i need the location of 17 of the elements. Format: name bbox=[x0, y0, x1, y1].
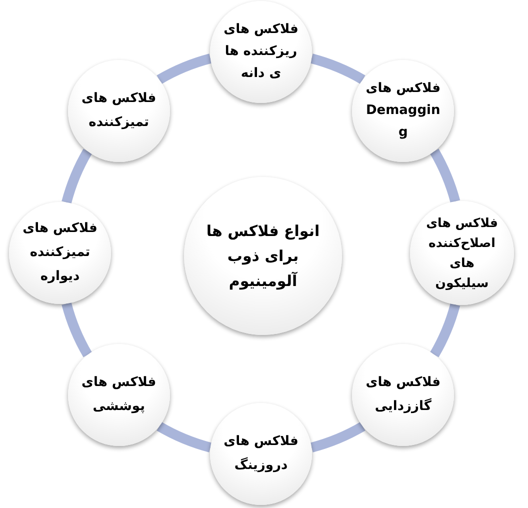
connector-arc bbox=[156, 422, 212, 452]
connector-arc bbox=[310, 422, 366, 452]
category-circle: فلاکس های پوششی bbox=[68, 344, 170, 446]
category-circle: فلاکس های اصلاح‌کننده های سیلیکون bbox=[410, 201, 514, 305]
category-circle: فلاکس های Demaggin g bbox=[352, 60, 454, 162]
category-circle: فلاکس های تمیزکننده دیواره bbox=[9, 202, 111, 304]
connector-arc bbox=[156, 54, 212, 84]
category-circle: فلاکس های تمیزکننده bbox=[68, 60, 170, 162]
category-circle: فلاکس های گاززدایی bbox=[352, 344, 454, 446]
connector-arc bbox=[62, 302, 92, 358]
connector-arc bbox=[310, 54, 366, 84]
connector-arc bbox=[430, 303, 460, 358]
category-circle: فلاکس های ریزکننده ها ی دانه bbox=[210, 1, 312, 103]
connector-arc bbox=[62, 148, 92, 204]
hub-circle: انواع فلاکس ها برای ذوب آلومینیوم bbox=[184, 177, 342, 335]
connector-arc bbox=[430, 148, 460, 203]
category-circle: فلاکس های دروزینگ bbox=[210, 403, 312, 505]
